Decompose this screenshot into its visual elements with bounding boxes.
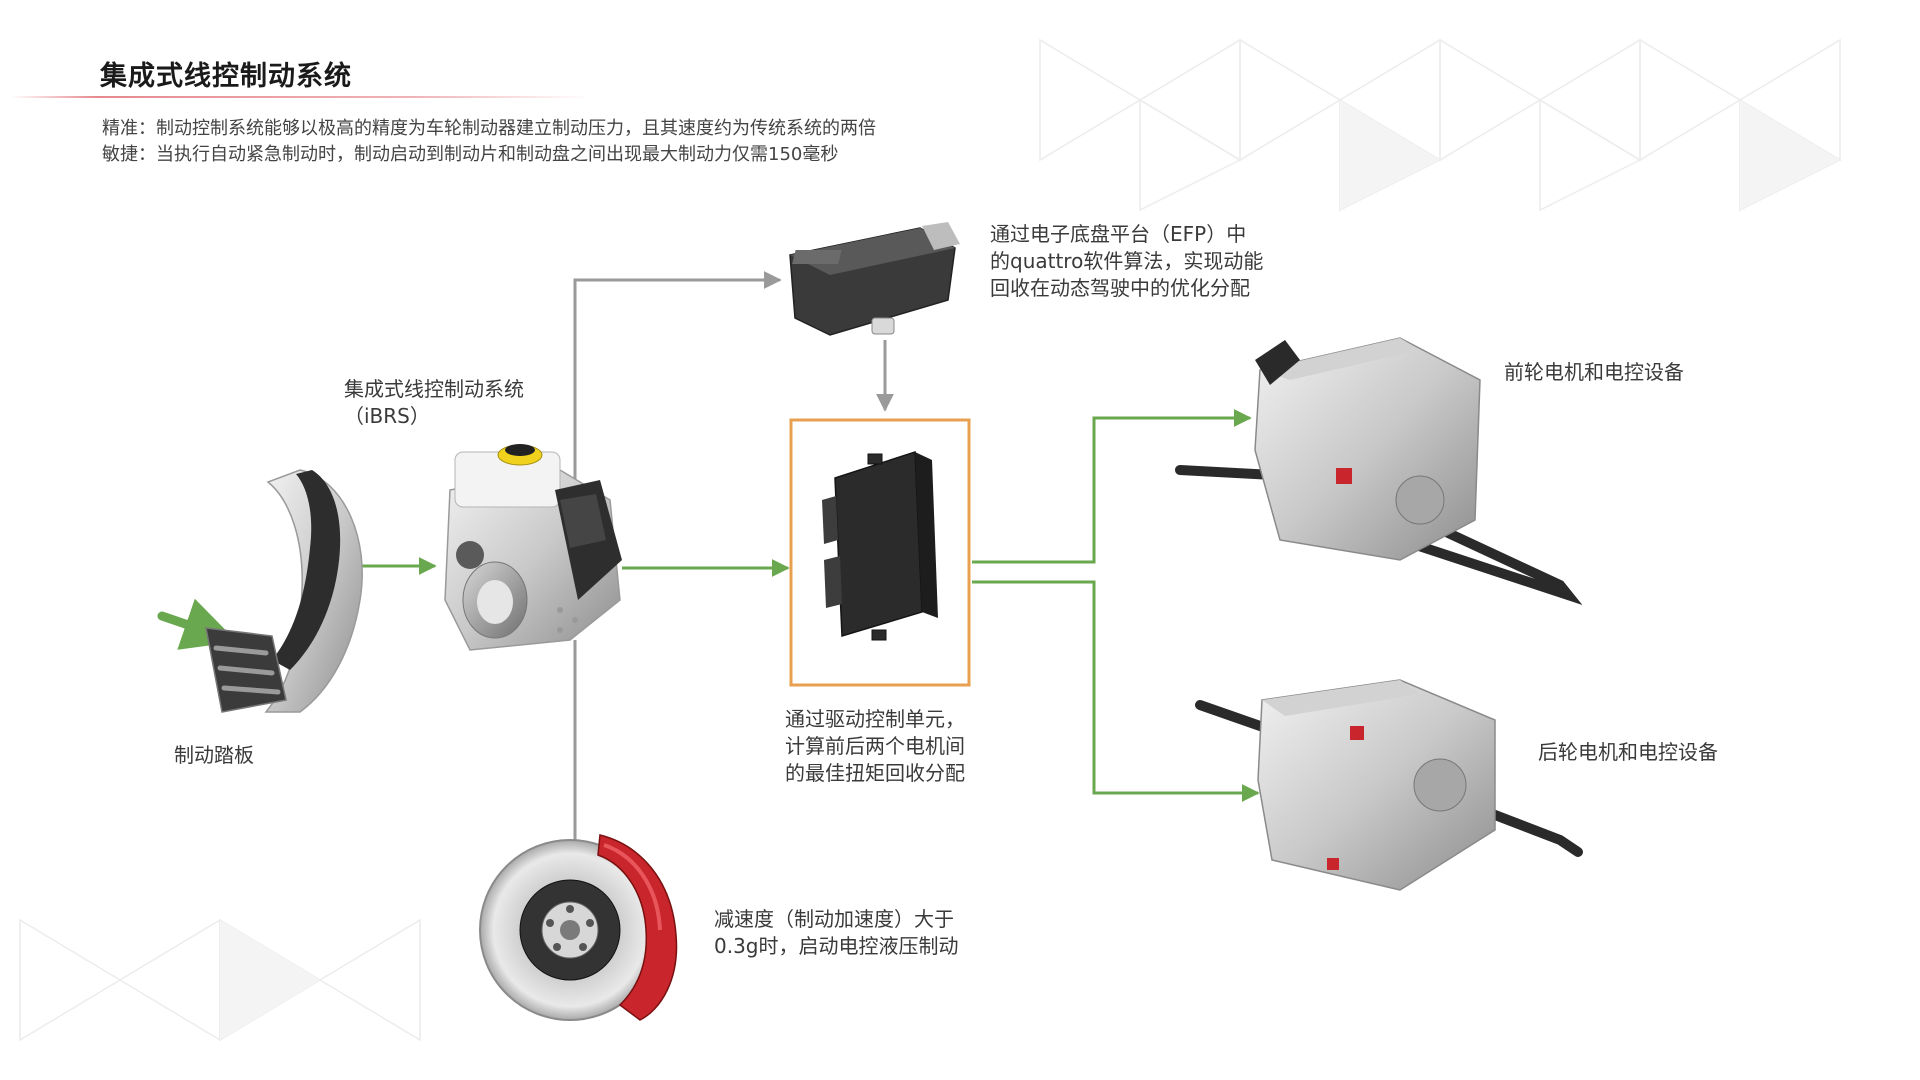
front-motor-label: 前轮电机和电控设备 (1504, 360, 1684, 384)
brake-disc-description-line-2: 0.3g时，启动电控液压制动 (714, 934, 959, 958)
title-underline (10, 96, 590, 98)
ibrs-to-efp-arrow (573, 271, 782, 485)
brake-disc-illustration (479, 839, 661, 1021)
drive-control-unit-illustration (822, 450, 938, 641)
control-unit-highlight-frame (789, 418, 971, 687)
rear-motor-label: 后轮电机和电控设备 (1538, 740, 1718, 764)
control-unit-to-front-motor-arrow (972, 409, 1252, 564)
rear-motor-illustration (1195, 679, 1583, 891)
ibrs-label-line-1: 集成式线控制动系统 (344, 377, 524, 401)
page-title: 集成式线控制动系统 (100, 61, 352, 92)
control-unit-description: 通过驱动控制单元， 计算前后两个电机间 的最佳扭矩回收分配 (785, 706, 965, 787)
intro-line-precision: 精准：制动控制系统能够以极高的精度为车轮制动器建立制动压力，且其速度约为传统系统… (102, 118, 876, 139)
control-unit-to-rear-motor-arrow (972, 580, 1260, 802)
ibrs-label: 集成式线控制动系统 （iBRS） (344, 376, 524, 430)
efp-module-illustration (789, 222, 960, 336)
efp-description: 通过电子底盘平台（EFP）中 的quattro软件算法，实现动能 回收在动态驾驶… (990, 221, 1263, 302)
efp-description-line-3: 回收在动态驾驶中的优化分配 (990, 276, 1250, 300)
brake-pedal-illustration (205, 469, 363, 713)
control-unit-description-line-2: 计算前后两个电机间 (785, 734, 965, 758)
brake-caliper-illustration (597, 834, 678, 1021)
brake-disc-description: 减速度（制动加速度）大于 0.3g时，启动电控液压制动 (714, 906, 959, 960)
brake-disc-description-line-1: 减速度（制动加速度）大于 (714, 907, 954, 931)
control-unit-description-line-1: 通过驱动控制单元， (785, 707, 965, 731)
ibrs-unit-illustration (444, 444, 622, 651)
front-motor-illustration (1175, 337, 1583, 606)
control-unit-description-line-3: 的最佳扭矩回收分配 (785, 761, 965, 785)
efp-description-line-2: 的quattro软件算法，实现动能 (990, 249, 1264, 273)
intro-line-agility: 敏捷：当执行自动紧急制动时，制动启动到制动片和制动盘之间出现最大制动力仅需150… (102, 144, 839, 165)
efp-description-line-1: 通过电子底盘平台（EFP）中 (990, 222, 1247, 246)
ibrs-label-line-2: （iBRS） (344, 404, 430, 428)
brake-pedal-label: 制动踏板 (174, 743, 254, 767)
